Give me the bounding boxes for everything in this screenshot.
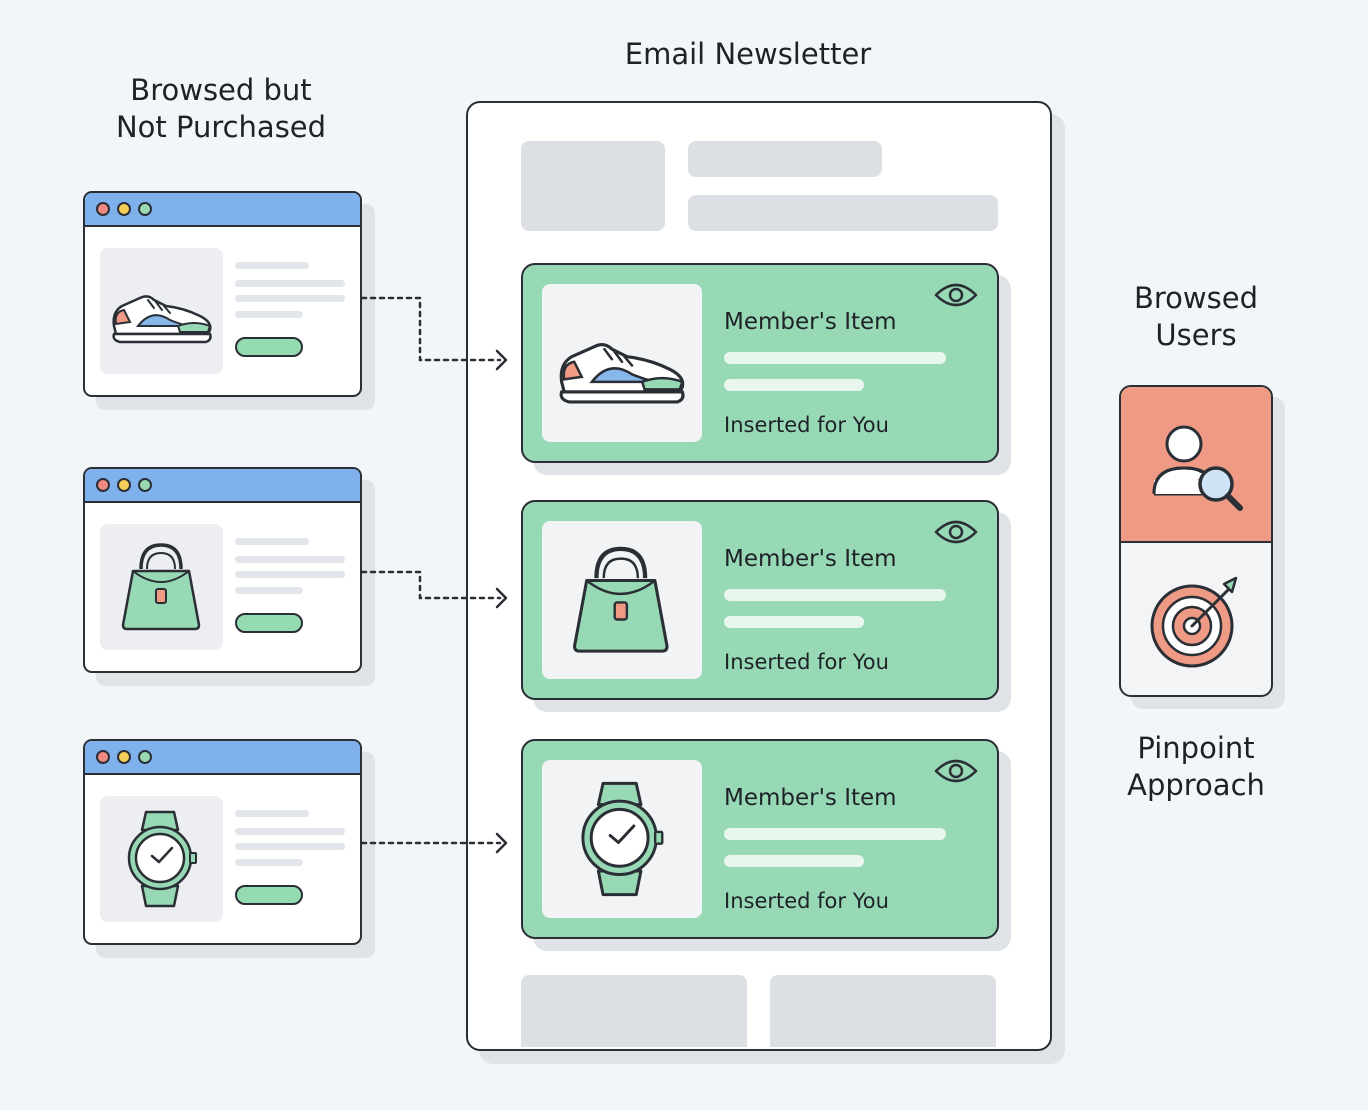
pinpoint-tile [1121,543,1271,695]
connector-arrow-2 [360,570,502,600]
header-title-placeholder [688,141,882,177]
card-title: Member's Item [724,785,897,811]
newsletter-card-2: Member's Item Inserted for You [521,500,999,700]
text-placeholder [724,379,864,391]
browsed-users-tile [1121,387,1271,543]
targeting-panel [1119,385,1273,697]
footer-placeholder-left [521,975,747,1047]
card-product-image [542,521,702,679]
browsed-not-purchased-label: Browsed but Not Purchased [115,73,327,144]
add-to-cart-button [235,613,303,633]
add-to-cart-button [235,337,303,357]
arrowhead-icon [495,832,508,854]
card-title: Member's Item [724,309,897,335]
newsletter-card-3: Member's Item Inserted for You [521,739,999,939]
browser-titlebar [85,469,360,503]
arrowhead-icon [495,349,508,371]
maximize-dot-icon [138,202,152,216]
card-product-image [542,284,702,442]
user-search-icon [1152,425,1243,511]
browser-titlebar [85,741,360,775]
text-placeholder [235,262,309,269]
browser-window-3 [83,739,362,945]
footer-placeholder-right [770,975,996,1047]
text-placeholder [235,280,345,287]
text-placeholder [724,828,946,840]
text-placeholder [235,828,345,835]
minimize-dot-icon [117,750,131,764]
product-thumbnail [100,248,223,374]
browsed-users-label: Browsed Users [1133,281,1258,352]
text-placeholder [235,859,303,866]
text-placeholder [235,587,303,594]
text-placeholder [235,810,309,817]
text-placeholder [235,311,303,318]
maximize-dot-icon [138,750,152,764]
product-thumbnail [100,524,223,650]
browser-window-1 [83,191,362,397]
text-placeholder [724,352,946,364]
text-placeholder [235,571,345,578]
card-subtitle: Inserted for You [724,650,889,674]
text-placeholder [235,295,345,302]
pinpoint-approach-label: Pinpoint Approach [1127,731,1265,802]
email-newsletter-label: Email Newsletter [624,37,872,71]
close-dot-icon [96,202,110,216]
close-dot-icon [96,750,110,764]
text-placeholder [235,843,345,850]
card-title: Member's Item [724,546,897,572]
target-arrow-icon [1150,576,1238,668]
minimize-dot-icon [117,202,131,216]
maximize-dot-icon [138,478,152,492]
text-placeholder [724,855,864,867]
newsletter-card-1: Member's Item Inserted for You [521,263,999,463]
minimize-dot-icon [117,478,131,492]
connector-arrow-1 [360,296,502,362]
text-placeholder [724,589,946,601]
card-subtitle: Inserted for You [724,413,889,437]
header-text-placeholder [688,195,998,231]
browser-titlebar [85,193,360,227]
email-newsletter-frame: Member's Item Inserted for You Member's … [466,101,1052,1051]
close-dot-icon [96,478,110,492]
header-logo-placeholder [521,141,665,231]
browser-window-2 [83,467,362,673]
add-to-cart-button [235,885,303,905]
product-thumbnail [100,796,223,922]
card-product-image [542,760,702,918]
text-placeholder [235,538,309,545]
arrowhead-icon [495,587,508,609]
card-subtitle: Inserted for You [724,889,889,913]
text-placeholder [235,556,345,563]
text-placeholder [724,616,864,628]
